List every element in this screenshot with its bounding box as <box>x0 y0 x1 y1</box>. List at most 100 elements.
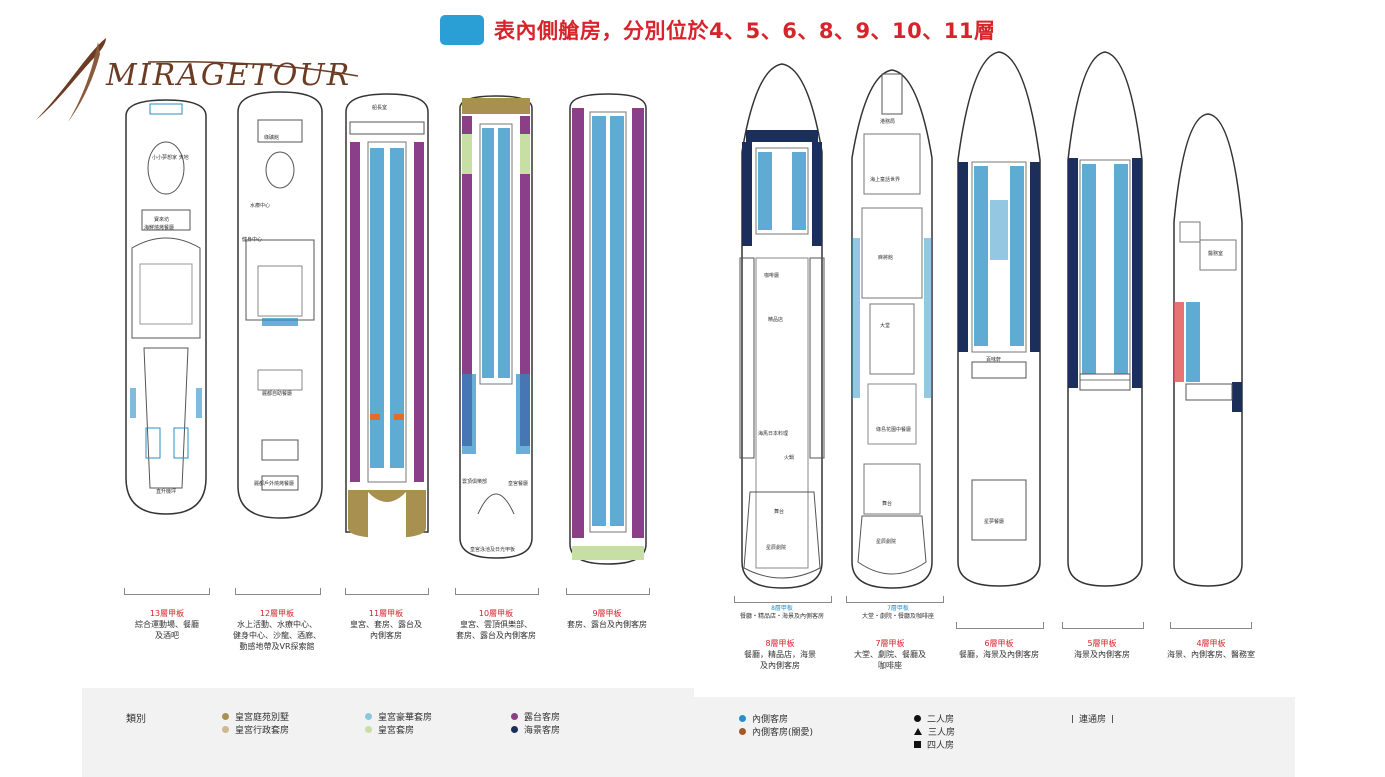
deck-13-label-kids: 小小夢想家 天地 <box>152 155 189 161</box>
logo-mark-icon <box>36 38 359 122</box>
triangle-icon <box>914 728 922 735</box>
legend-label-inside: 內側客房 <box>752 715 789 725</box>
deck-8-desc: 餐廳，精品店，海景 及內側客房 <box>744 650 816 670</box>
deck-8-upper-desc: 餐廳・精品店・海景及內側客房 <box>739 613 824 620</box>
deck-8-label-theater: 星辰劇院 <box>766 545 787 551</box>
deck-8-plan: 咖啡廳 精品店 海馬日本料理 火鍋 舞台 星辰劇院 <box>736 62 828 592</box>
deck-9-desc: 套房、露台及內側客房 <box>567 620 647 629</box>
deck-12-label-gym: 健身中心 <box>242 237 263 243</box>
deck-11-name: 11層甲板 <box>368 609 404 618</box>
legend-label-villa: 皇宮庭苑別墅 <box>235 713 290 723</box>
circle-icon <box>914 715 921 722</box>
deck-7-bracket <box>846 596 944 603</box>
deck-12-plan: 綠礦館 水療中心 健身中心 麗都自助餐廳 麗都戶外燒烤餐廳 <box>232 90 328 522</box>
deck-12-desc: 水上活動、水療中心、 健身中心、沙龍、酒廊、 動感地帶及VR探索館 <box>233 620 321 651</box>
deck-9-bracket <box>566 588 650 595</box>
deck-10-plan: 雲頂俱樂部 皇宮餐廳 皇宮泳池及日光甲板 <box>456 94 536 560</box>
deck-7-label-garden: 綠島花園中餐廳 <box>876 427 912 433</box>
deck-13-label-seafood: 海鮮燒烤餐廳 <box>144 225 175 231</box>
legend-item-balcony: 露台客房 <box>511 710 560 723</box>
deck-6-desc: 餐廳，海景及內側客房 <box>959 650 1039 659</box>
legend-item-exec-suite: 皇宮行政套房 <box>222 723 289 736</box>
deck-5-plan <box>1064 50 1146 590</box>
legend-item-3person: 三人房 <box>914 725 955 738</box>
deck-13-caption: 13層甲板 綜合運動場、餐廳 及酒吧 <box>115 608 219 641</box>
deck-5-bracket <box>1062 622 1144 629</box>
square-icon <box>914 741 921 748</box>
deck-7-desc: 大堂、劇院、餐廳及 咖啡座 <box>854 650 926 670</box>
deck-7-label-theater: 星辰劇院 <box>876 539 897 545</box>
deck-7-upper-caption: 7層甲板 大堂・劇院・餐廳及咖啡座 <box>840 605 956 621</box>
deck-13-name: 13層甲板 <box>149 609 185 618</box>
deck-6-name: 6層甲板 <box>984 639 1014 648</box>
legend-label-2person: 二人房 <box>927 715 955 725</box>
deck-6-caption: 6層甲板 餐廳，海景及內側客房 <box>940 638 1058 660</box>
legend-label-exec-suite: 皇宮行政套房 <box>235 726 290 736</box>
connecting-right-icon <box>1112 714 1114 723</box>
deck-12-bracket <box>235 588 321 595</box>
deck-4-plan: 醫務室 <box>1170 112 1246 590</box>
legend-label-inside-care: 內側客房(關愛) <box>752 728 814 738</box>
deck-10-desc: 皇宮、雲頂俱樂部、 套房、露台及內側客房 <box>456 620 536 640</box>
legend-item-deluxe-suite: 皇宮豪華套房 <box>365 710 432 723</box>
deck-6-label-dream: 星夢餐廳 <box>984 519 1005 525</box>
deck-8-caption: 8層甲板 餐廳，精品店，海景 及內側客房 <box>724 638 836 671</box>
deck-10-bracket <box>455 588 539 595</box>
inside-care-dot-icon <box>739 728 746 735</box>
deck-10-caption: 10層甲板 皇宮、雲頂俱樂部、 套房、露台及內側客房 <box>440 608 552 641</box>
brand-logo: MIRAGETOUR <box>28 32 368 127</box>
legend-label-balcony: 露台客房 <box>524 713 561 723</box>
deck-6-plan: 百味軒 星夢餐廳 <box>954 50 1044 590</box>
deck-10-label-palace: 皇宮餐廳 <box>508 481 529 487</box>
legend-label-ocean: 海景客房 <box>524 726 561 736</box>
legend-label-connecting: 連通房 <box>1079 715 1107 725</box>
legend-label-deluxe-suite: 皇宮豪華套房 <box>378 713 433 723</box>
deck-4-desc: 海景、內側客房、醫務室 <box>1167 650 1255 659</box>
legend-panel-left <box>82 688 694 777</box>
deck-7-label-mahjong: 麻將館 <box>878 255 894 261</box>
deck-8-label-japanese: 海馬日本料理 <box>758 431 789 437</box>
deck-12-caption: 12層甲板 水上活動、水療中心、 健身中心、沙龍、酒廊、 動感地帶及VR探索館 <box>221 608 333 652</box>
deck-9-plan <box>566 92 650 568</box>
deck-12-name: 12層甲板 <box>259 609 295 618</box>
deluxe-suite-dot-icon <box>365 713 372 720</box>
logo-text: MIRAGETOUR <box>106 58 352 93</box>
deck-4-label-clinic: 醫務室 <box>1208 251 1224 257</box>
deck-12-label-green: 綠礦館 <box>264 135 280 141</box>
legend-item-2person: 二人房 <box>914 712 954 725</box>
deck-9-caption: 9層甲板 套房、露台及內側客房 <box>551 608 663 630</box>
deck-4-bracket <box>1170 622 1252 629</box>
deck-8-label-cafe: 咖啡廳 <box>764 273 780 279</box>
ocean-dot-icon <box>511 726 518 733</box>
page-title: 表內側艙房，分別位於4、5、6、8、9、10、11層 <box>494 19 996 43</box>
deck-10-label-pool: 皇宮泳池及日光甲板 <box>470 547 516 553</box>
legend-label-3person: 三人房 <box>928 728 956 738</box>
deck-7-label-stage: 舞台 <box>882 501 893 507</box>
deck-7-label-fairy: 海上童話世界 <box>870 177 901 183</box>
deck-11-plan: 船長室 <box>342 92 432 540</box>
deck-13-desc: 綜合運動場、餐廳 及酒吧 <box>135 620 199 640</box>
deck-9-name: 9層甲板 <box>592 609 622 618</box>
deck-8-upper-caption: 8層甲板 餐廳・精品店・海景及內側客房 <box>726 605 838 621</box>
deck-8-label-hotpot: 火鍋 <box>784 455 795 461</box>
deck-12-label-lido: 麗都自助餐廳 <box>262 391 293 397</box>
deck-4-name: 4層甲板 <box>1196 639 1226 648</box>
deck-7-upper-name: 7層甲板 <box>887 605 909 612</box>
deck-5-name: 5層甲板 <box>1087 639 1117 648</box>
deck-7-name: 7層甲板 <box>875 639 905 648</box>
deck-8-name: 8層甲板 <box>765 639 795 648</box>
deck-13-label-helipad: 直升機坪 <box>156 489 177 495</box>
legend-heading: 類別 <box>126 710 146 725</box>
legend-label-4person: 四人房 <box>927 741 955 751</box>
deck-10-name: 10層甲板 <box>478 609 514 618</box>
deck-5-caption: 5層甲板 海景及內側客房 <box>1046 638 1158 660</box>
deck-10-label-club: 雲頂俱樂部 <box>462 479 488 485</box>
deck-7-label-port: 港務局 <box>880 119 896 125</box>
legend-item-4person: 四人房 <box>914 738 954 751</box>
deck-13-label-baolai: 寶來坊 <box>154 217 170 223</box>
legend-item-inside: 內側客房 <box>739 712 788 725</box>
deck-11-desc: 皇宮、套房、露台及 內側客房 <box>350 620 422 640</box>
legend-panel-right <box>694 697 1295 777</box>
deck-11-label-captain: 船長室 <box>372 105 388 111</box>
legend-item-villa: 皇宮庭苑別墅 <box>222 710 289 723</box>
